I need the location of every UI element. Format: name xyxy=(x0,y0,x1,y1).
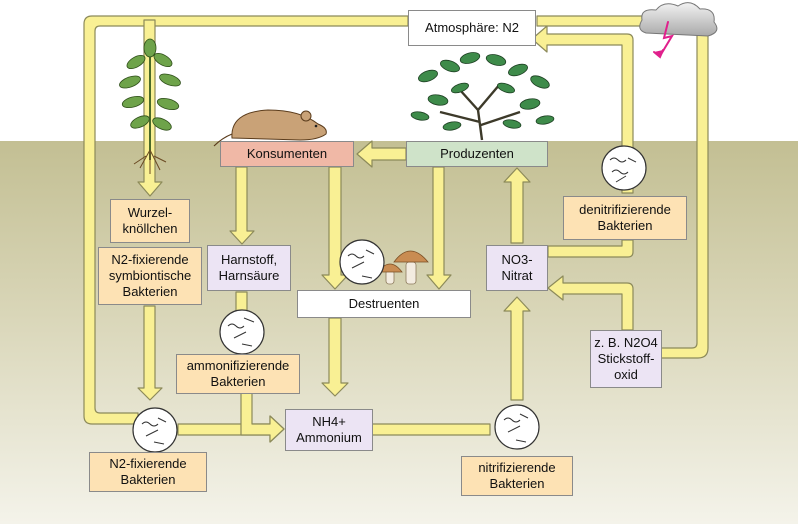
urea-line-1: Harnstoff, xyxy=(220,252,278,267)
destruents-label: Destruenten xyxy=(348,296,420,311)
arrow-nitrate-to-producers xyxy=(503,167,531,244)
consumers-box: Konsumenten xyxy=(220,141,354,167)
arrow-ammonif-to-ammonium xyxy=(240,391,285,443)
arrow-symb-to-bacteria xyxy=(137,305,163,401)
arrow-network xyxy=(83,15,709,443)
tree-icon xyxy=(410,52,555,141)
destruents-box: Destruenten xyxy=(297,290,471,318)
arrow-nitrif-to-nitrate xyxy=(503,296,531,401)
producers-box: Produzenten xyxy=(406,141,548,167)
nitrifying-bacteria-box: nitrifizierende Bakterien xyxy=(461,456,573,496)
arrow-urea-to-ammonif xyxy=(235,291,248,313)
producers-label: Produzenten xyxy=(440,146,514,161)
arrow-producers-to-destruents xyxy=(426,166,452,290)
atmosphere-label: Atmosphäre: N2 xyxy=(425,20,519,35)
denitrifying-line-2: Bakterien xyxy=(597,218,653,233)
arrow-consumers-to-urea xyxy=(229,166,255,245)
nitrate-name: Nitrat xyxy=(501,268,533,283)
n2-fixing-line-1: N2-fixierende xyxy=(109,456,187,471)
root-nodules-box: Wurzel- knöllchen xyxy=(110,199,190,243)
arrow-oxide-to-nitrate xyxy=(547,275,634,331)
symbiotic-line-3: Bakterien xyxy=(122,284,178,299)
root-nodules-line-1: Wurzel- xyxy=(127,205,173,220)
n2-fixing-bacteria-box: N2-fixierende Bakterien xyxy=(89,452,207,492)
mouse-icon xyxy=(213,109,327,147)
bacteria-icon xyxy=(601,145,647,191)
nitrogen-oxide-box: z. B. N2O4 Stickstoff- oxid xyxy=(590,330,662,388)
urea-box: Harnstoff, Harnsäure xyxy=(207,245,291,291)
root-nodules-line-2: knöllchen xyxy=(122,221,178,236)
urea-line-2: Harnsäure xyxy=(218,268,280,283)
bacteria-icon xyxy=(219,309,265,355)
nitrate-box: NO3- Nitrat xyxy=(486,245,548,291)
symbiotic-line-2: symbiontische xyxy=(108,268,192,283)
symbiotic-line-1: N2-fixierende xyxy=(111,252,189,267)
lightning-icon xyxy=(653,21,675,59)
bacteria-details xyxy=(141,157,637,445)
nitrogen-oxide-line-3: oxid xyxy=(614,367,638,382)
denitrifying-bacteria-box: denitrifizierende Bakterien xyxy=(563,196,687,240)
arrow-ammonium-to-nitrif xyxy=(371,423,491,436)
ammonifying-line-2: Bakterien xyxy=(210,374,266,389)
n2-fixing-line-2: Bakterien xyxy=(120,472,176,487)
ammonium-name: Ammonium xyxy=(296,430,362,445)
arrow-nitrate-to-denitrif xyxy=(547,239,634,258)
arrow-consumers-to-destruents xyxy=(321,166,349,290)
nitrogen-oxide-line-2: Stickstoff- xyxy=(597,351,655,366)
atmosphere-box: Atmosphäre: N2 xyxy=(408,10,536,46)
arrow-destruents-to-ammonium xyxy=(321,317,349,397)
plant-icon xyxy=(119,38,181,174)
nitrifying-line-2: Bakterien xyxy=(489,476,545,491)
ammonifying-bacteria-box: ammonifizierende Bakterien xyxy=(176,354,300,394)
symbiotic-bacteria-box: N2-fixierende symbiontische Bakterien xyxy=(98,247,202,305)
ammonium-formula: NH4+ xyxy=(312,414,346,429)
arrow-producers-to-consumers xyxy=(356,140,407,168)
consumers-label: Konsumenten xyxy=(246,146,328,161)
bacteria-icon xyxy=(339,239,385,285)
denitrifying-line-1: denitrifizierende xyxy=(579,202,671,217)
ammonium-box: NH4+ Ammonium xyxy=(285,409,373,451)
ammonifying-line-1: ammonifizierende xyxy=(186,358,290,373)
cloud-icon xyxy=(639,2,718,37)
bacteria-icon xyxy=(132,407,178,453)
nitrifying-line-1: nitrifizierende xyxy=(478,460,556,475)
nitrate-formula: NO3- xyxy=(501,252,533,267)
nitrogen-oxide-line-1: z. B. N2O4 xyxy=(594,335,658,350)
mushroom-icon xyxy=(377,250,429,285)
